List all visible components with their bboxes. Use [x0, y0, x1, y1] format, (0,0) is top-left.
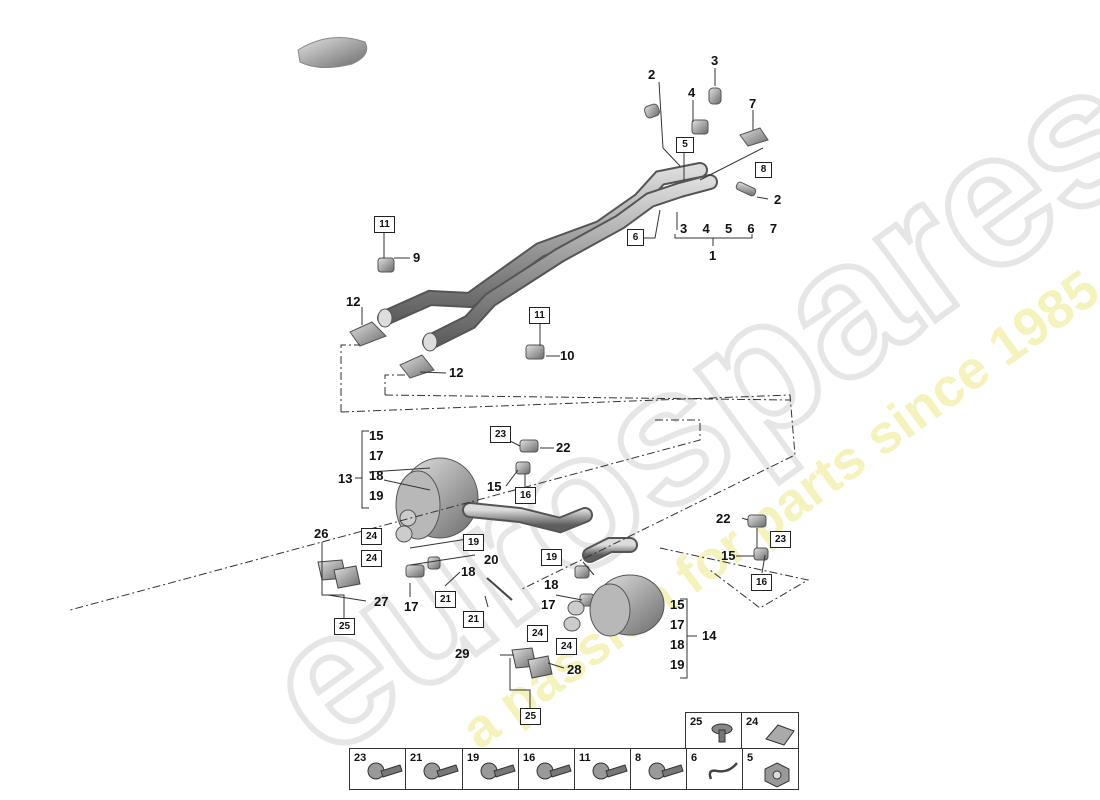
callout-23b-box: 23 [770, 531, 791, 548]
legend-number: 23 [354, 752, 367, 764]
callout-25-box: 25 [334, 618, 355, 635]
bolt-icon [592, 762, 628, 780]
screw-icon [711, 723, 733, 743]
legend-cell-16: 16 [518, 748, 575, 790]
hook-icon [708, 762, 738, 780]
callout-16-box: 16 [515, 487, 536, 504]
callout-24d-box: 24 [556, 638, 577, 655]
callout-24c-box: 24 [527, 625, 548, 642]
callout-24b-box: 24 [361, 550, 382, 567]
callout-1: 1 [709, 248, 717, 263]
callout-8-box: 8 [755, 162, 772, 178]
legend-number: 11 [579, 752, 591, 764]
callout-11b-box: 11 [529, 307, 550, 324]
bolt-icon [480, 762, 516, 780]
legend-cell-8: 8 [630, 748, 687, 790]
bolt-icon [367, 762, 403, 780]
legend-cell-25: 25 [685, 712, 742, 749]
callout-18: 18 [461, 564, 476, 579]
callout-10: 10 [560, 348, 575, 363]
callout-18b: 18 [544, 577, 559, 592]
callout-25b-box: 25 [520, 708, 541, 725]
callout-17b: 17 [541, 597, 556, 612]
nut-icon [764, 762, 790, 788]
callout-9: 9 [413, 250, 421, 265]
small-parts [349, 87, 769, 607]
left-rear-silencer [395, 457, 593, 543]
bolt-icon [648, 762, 684, 780]
group-1-members: 3 4 5 6 7 [680, 221, 778, 236]
callout-5-box: 5 [676, 137, 694, 153]
callout-27: 27 [374, 594, 389, 609]
callout-16b-box: 16 [751, 574, 772, 591]
callout-3: 3 [711, 53, 719, 68]
callout-28: 28 [567, 662, 582, 677]
car-silhouette-icon [297, 37, 368, 68]
clip-icon [765, 724, 795, 746]
legend-number: 21 [410, 752, 423, 764]
legend-number: 16 [523, 752, 536, 764]
callout-19-box: 19 [463, 534, 484, 551]
callout-7: 7 [749, 96, 757, 111]
legend-cell-24: 24 [741, 712, 799, 749]
callout-2b: 2 [774, 192, 782, 207]
callout-2: 2 [648, 67, 656, 82]
callout-22b: 22 [716, 511, 731, 526]
legend-cell-19: 19 [462, 748, 519, 790]
callout-13: 13 [338, 471, 353, 486]
bolt-icon [423, 762, 459, 780]
legend-cell-21: 21 [405, 748, 463, 790]
legend-cell-23: 23 [349, 748, 406, 790]
callout-15b: 15 [721, 548, 736, 563]
front-pipe-assembly [377, 162, 718, 352]
legend-cell-5: 5 [742, 748, 799, 790]
legend-number: 19 [467, 752, 480, 764]
legend-cell-6: 6 [686, 748, 743, 790]
callout-19b-box: 19 [541, 549, 562, 566]
legend-cell-11: 11 [574, 748, 631, 790]
bolt-icon [536, 762, 572, 780]
callout-20: 20 [484, 552, 499, 567]
callout-22: 22 [556, 440, 571, 455]
callout-11-box: 11 [374, 216, 395, 233]
callout-21-box: 21 [435, 591, 456, 608]
callout-21b-box: 21 [463, 611, 484, 628]
callout-12: 12 [346, 294, 361, 309]
callout-4: 4 [688, 85, 696, 100]
legend-number: 6 [691, 752, 698, 764]
callout-24-box: 24 [361, 528, 382, 545]
legend-number: 5 [747, 752, 754, 764]
callout-23-box: 23 [490, 426, 511, 443]
legend-number: 8 [635, 752, 642, 764]
group-1-bracket [674, 234, 753, 246]
leader-lines [69, 68, 810, 708]
right-rear-silencer [563, 537, 665, 637]
callout-15: 15 [487, 479, 502, 494]
callout-12b: 12 [449, 365, 464, 380]
callout-26: 26 [314, 526, 329, 541]
tailpipes [317, 559, 553, 679]
callout-14: 14 [702, 628, 717, 643]
callout-17: 17 [404, 599, 419, 614]
callout-6-box: 6 [627, 229, 644, 246]
callout-29: 29 [455, 646, 470, 661]
